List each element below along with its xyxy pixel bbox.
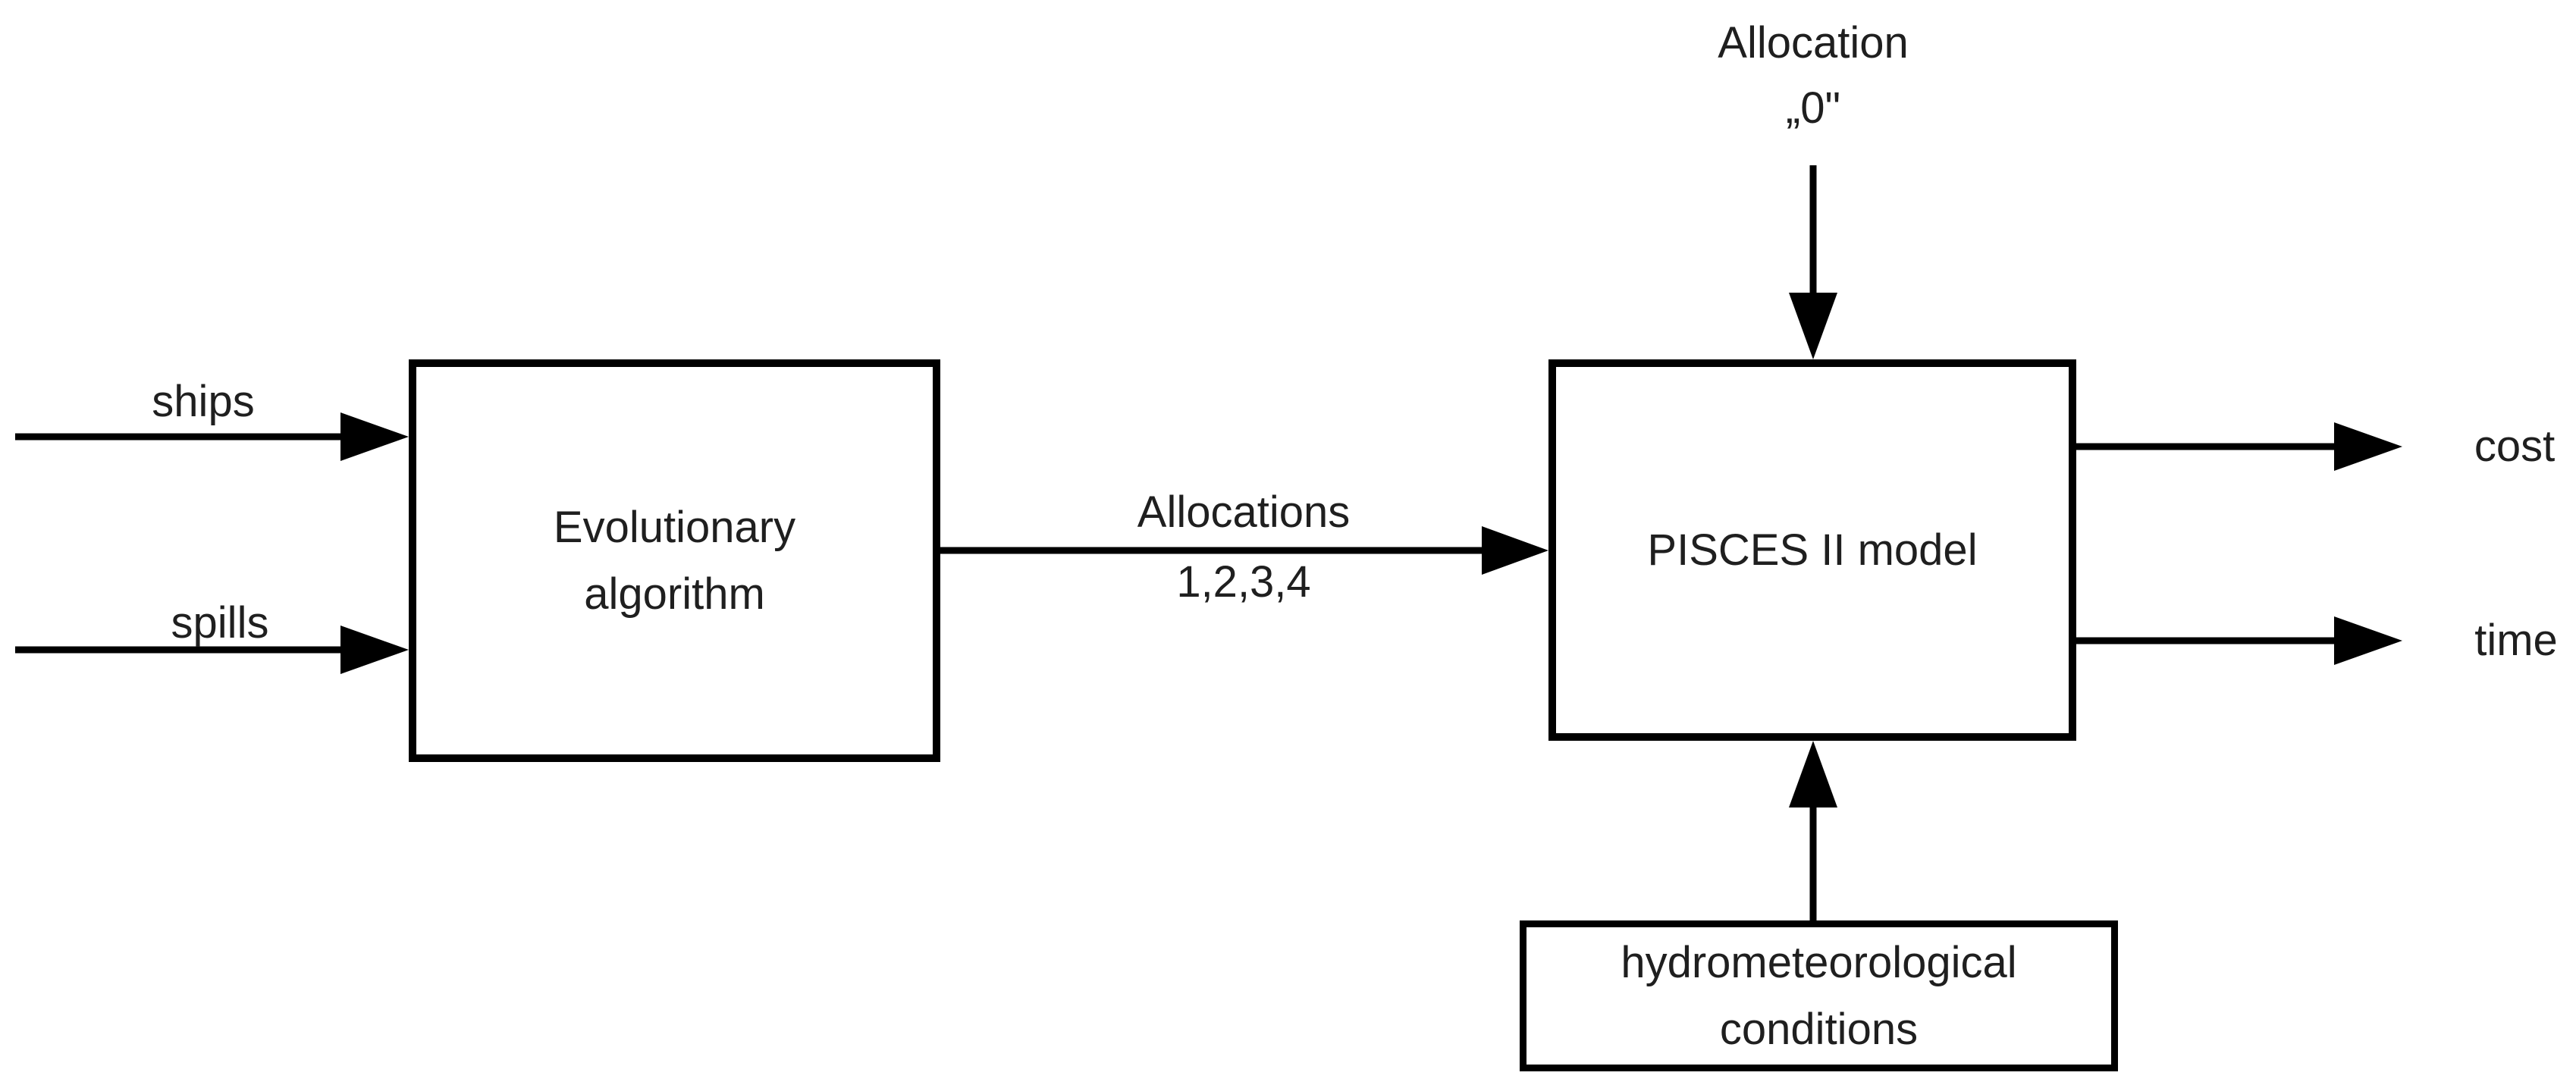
allocation-zero-arrow [1789,165,1837,359]
spills-arrow [15,626,409,674]
evolutionary-algorithm-label-line2: algorithm [584,569,765,619]
hydrometeorological-conditions-box: hydrometeorological conditions [1520,920,2118,1071]
evolutionary-algorithm-box: Evolutionary algorithm [409,359,940,762]
hydro-conditions-arrow [1789,741,1837,944]
allocations-label: Allocations [1137,488,1351,537]
ships-arrow [15,412,409,461]
allocation-zero-label-line1: Allocation [1718,18,1909,67]
time-arrow [2076,616,2402,665]
pisces-model-label: PISCES II model [1647,525,1978,575]
allocations-arrow [940,526,1548,575]
hydro-label-line1: hydrometeorological [1621,937,2017,987]
pisces-model-box: PISCES II model [1548,359,2076,741]
cost-label: cost [2474,422,2556,471]
spills-label: spills [171,598,269,648]
hydro-label-line2: conditions [1719,1004,1919,1054]
evolutionary-algorithm-label-line1: Evolutionary [553,502,796,552]
allocations-numbers-label: 1,2,3,4 [1176,557,1311,607]
allocation-zero-label-line2: „0" [1785,83,1841,133]
ships-label: ships [152,377,255,426]
cost-arrow [2076,422,2402,471]
allocation-zero-label: Allocation „0" [1718,11,1908,141]
time-label: time [2474,616,2558,665]
